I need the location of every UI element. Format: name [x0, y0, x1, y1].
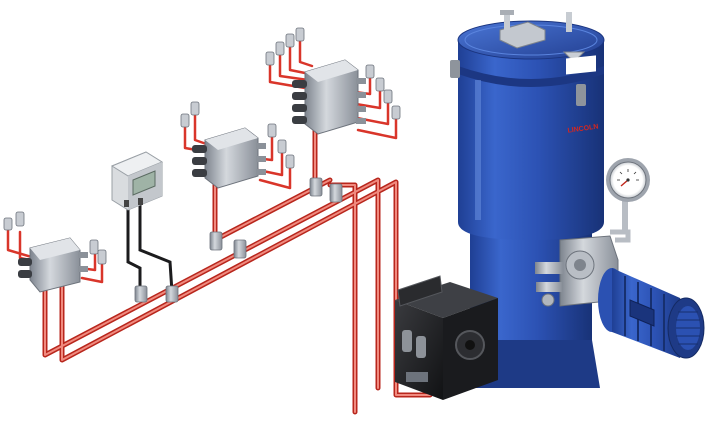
progressive-divider-block	[192, 127, 266, 189]
progressive-divider-block	[292, 59, 366, 135]
electrical-cables	[126, 202, 174, 294]
progressive-divider-block	[18, 237, 88, 293]
lube-controller	[110, 151, 164, 211]
brand-logo: LINCOLN	[567, 123, 599, 134]
grease-fittings	[3, 211, 107, 265]
electric-motor	[598, 268, 705, 359]
pressure-relief-unit	[395, 275, 498, 400]
brand-logo-text: LINCOLN	[567, 123, 599, 134]
line-tee-fittings	[134, 177, 343, 303]
grease-fittings	[265, 27, 401, 120]
pressure-gauge	[606, 158, 650, 243]
grease-fittings	[180, 101, 295, 169]
